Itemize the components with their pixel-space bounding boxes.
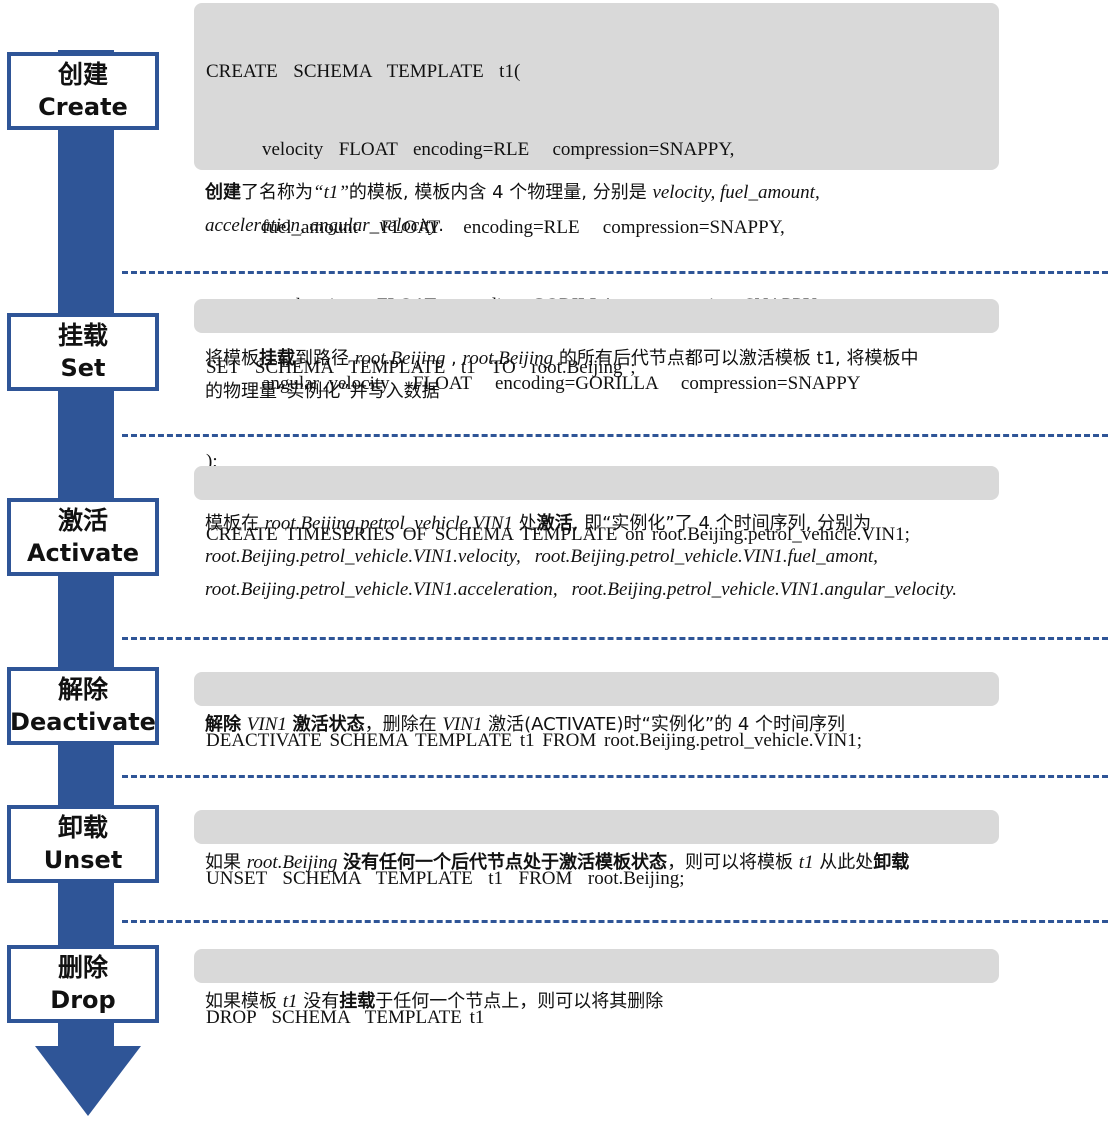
code-line: UNSET SCHEMA TEMPLATE t1 FROM root.Beiji… — [206, 868, 685, 889]
separator — [122, 775, 1108, 778]
text: 从此处 — [813, 852, 874, 873]
text: 到路径 — [295, 348, 355, 369]
separator — [122, 920, 1108, 923]
text: ，删除在 — [364, 714, 443, 735]
keyword: 挂载 — [259, 348, 295, 369]
code-line: fuel_amount FLOAT encoding=RLE compressi… — [262, 217, 785, 238]
keyword: 创建 — [205, 182, 241, 203]
stage-drop: 删除 Drop — [7, 945, 159, 1023]
text: , — [445, 348, 463, 369]
stage-drop-en: Drop — [50, 986, 116, 1014]
device-name: VIN1 — [246, 714, 287, 735]
keyword: 解除 — [205, 714, 241, 735]
create-code-block: CREATE SCHEMA TEMPLATE t1( velocity FLOA… — [194, 3, 999, 472]
text: ，则可以将模板 — [667, 852, 799, 873]
stage-create-zh: 创建 — [57, 60, 108, 89]
deactivate-description: 解除 VIN1 激活状态，删除在 VIN1 激活(ACTIVATE)时“实例化”… — [205, 708, 1105, 741]
stage-set-en: Set — [60, 354, 106, 382]
code-line: CREATE TIMESERIES OF SCHEMA TEMPLATE on … — [206, 524, 910, 545]
activate-description: 模板在 root.Beijing.petrol_vehicle.VIN1 处激活… — [205, 507, 1105, 606]
stage-unset-en: Unset — [43, 846, 123, 874]
separator — [122, 271, 1108, 274]
code-line: CREATE SCHEMA TEMPLATE t1( — [206, 61, 521, 82]
unset-code-block: UNSET SCHEMA TEMPLATE t1 FROM root.Beiji… — [194, 810, 999, 889]
stage-set-zh: 挂载 — [57, 321, 108, 350]
code-line: velocity FLOAT encoding=RLE compression=… — [262, 139, 735, 160]
timeseries-path: root.Beijing.petrol_vehicle.VIN1.velocit… — [205, 546, 521, 567]
timeseries-path: root.Beijing.petrol_vehicle.VIN1.angular… — [571, 579, 958, 600]
separator — [122, 434, 1108, 437]
stage-create-en: Create — [38, 93, 128, 121]
timeseries-path: root.Beijing.petrol_vehicle.VIN1.fuel_am… — [534, 546, 878, 567]
path: root.Beijing — [462, 348, 554, 369]
text: 将模板 — [205, 348, 259, 369]
keyword: 卸载 — [873, 852, 910, 873]
text: 如果 — [205, 852, 247, 873]
stage-unset-zh: 卸载 — [57, 813, 108, 842]
timeseries-path: root.Beijing.petrol_vehicle.VIN1.acceler… — [205, 579, 558, 600]
stage-deactivate-zh: 解除 — [57, 675, 108, 704]
set-description: 将模板挂载到路径 root.Beijing , root.Beijing 的所有… — [205, 342, 1105, 408]
measurement-names: acceleration, angular_velocity — [205, 215, 439, 236]
device-name: VIN1 — [442, 714, 483, 735]
code-line: DROP SCHEMA TEMPLATE t1 — [206, 1007, 485, 1028]
measurement-names: velocity, fuel_amount, — [652, 182, 820, 203]
code-line: SET SCHEMA TEMPLATE t1 TO root.Beijing ; — [206, 357, 636, 378]
stage-activate: 激活 Activate — [7, 498, 159, 576]
keyword: 没有任何一个后代节点处于激活模板状态 — [343, 852, 668, 873]
stage-create: 创建 Create — [7, 52, 159, 130]
stage-set: 挂载 Set — [7, 313, 159, 391]
text: , 即“实例化”了 4 个时间序列, 分别为 — [572, 513, 872, 534]
template-name: t1 — [282, 991, 298, 1012]
text: 于任何一个节点上，则可以将其删除 — [375, 991, 664, 1012]
text: 的模板, 模板内含 4 个物理量, 分别是 — [348, 182, 653, 203]
text: 没有 — [297, 991, 340, 1012]
text: 如果模板 — [205, 991, 283, 1012]
template-name: t1 — [798, 852, 814, 873]
drop-code-block: DROP SCHEMA TEMPLATE t1 — [194, 949, 999, 1028]
text: . — [438, 215, 444, 236]
text: 激活(ACTIVATE)时“实例化”的 4 个时间序列 — [482, 714, 846, 735]
flow-arrow-head — [35, 1046, 141, 1116]
set-code-block: SET SCHEMA TEMPLATE t1 TO root.Beijing ; — [194, 299, 999, 378]
text: 了名称为 — [241, 182, 313, 203]
activate-code-block: CREATE TIMESERIES OF SCHEMA TEMPLATE on … — [194, 466, 999, 545]
deactivate-code-block: DEACTIVATE SCHEMA TEMPLATE t1 FROM root.… — [194, 672, 999, 751]
keyword: 激活状态 — [292, 714, 365, 735]
text: 的所有后代节点都可以激活模板 t1, 将模板中 — [553, 348, 919, 369]
keyword: 挂载 — [339, 991, 376, 1012]
stage-activate-en: Activate — [26, 539, 140, 567]
stage-activate-zh: 激活 — [57, 506, 108, 535]
keyword: 激活 — [536, 513, 573, 534]
path: root.Beijing — [354, 348, 446, 369]
unset-description: 如果 root.Beijing 没有任何一个后代节点处于激活模板状态，则可以将模… — [205, 846, 1105, 879]
stage-unset: 卸载 Unset — [7, 805, 159, 883]
stage-deactivate-en: Deactivate — [10, 708, 156, 736]
text: 处 — [512, 513, 537, 534]
code-line: angular_velocity FLOAT encoding=GORILLA … — [262, 373, 861, 394]
create-description: 创建了名称为“t1”的模板, 模板内含 4 个物理量, 分别是 velocity… — [205, 176, 1105, 242]
text: 的物理量“实例化”并写入数据 — [205, 381, 440, 402]
stage-deactivate: 解除 Deactivate — [7, 667, 159, 745]
text: 模板在 — [205, 513, 265, 534]
drop-description: 如果模板 t1 没有挂载于任何一个节点上，则可以将其删除 — [205, 985, 1105, 1018]
template-name: “t1” — [313, 182, 349, 203]
path: root.Beijing — [246, 852, 338, 873]
code-line: ); — [206, 451, 218, 472]
stage-drop-zh: 删除 — [57, 953, 108, 982]
code-line: DEACTIVATE SCHEMA TEMPLATE t1 FROM root.… — [206, 730, 863, 751]
path: root.Beijing.petrol_vehicle.VIN1 — [264, 513, 513, 534]
separator — [122, 637, 1108, 640]
